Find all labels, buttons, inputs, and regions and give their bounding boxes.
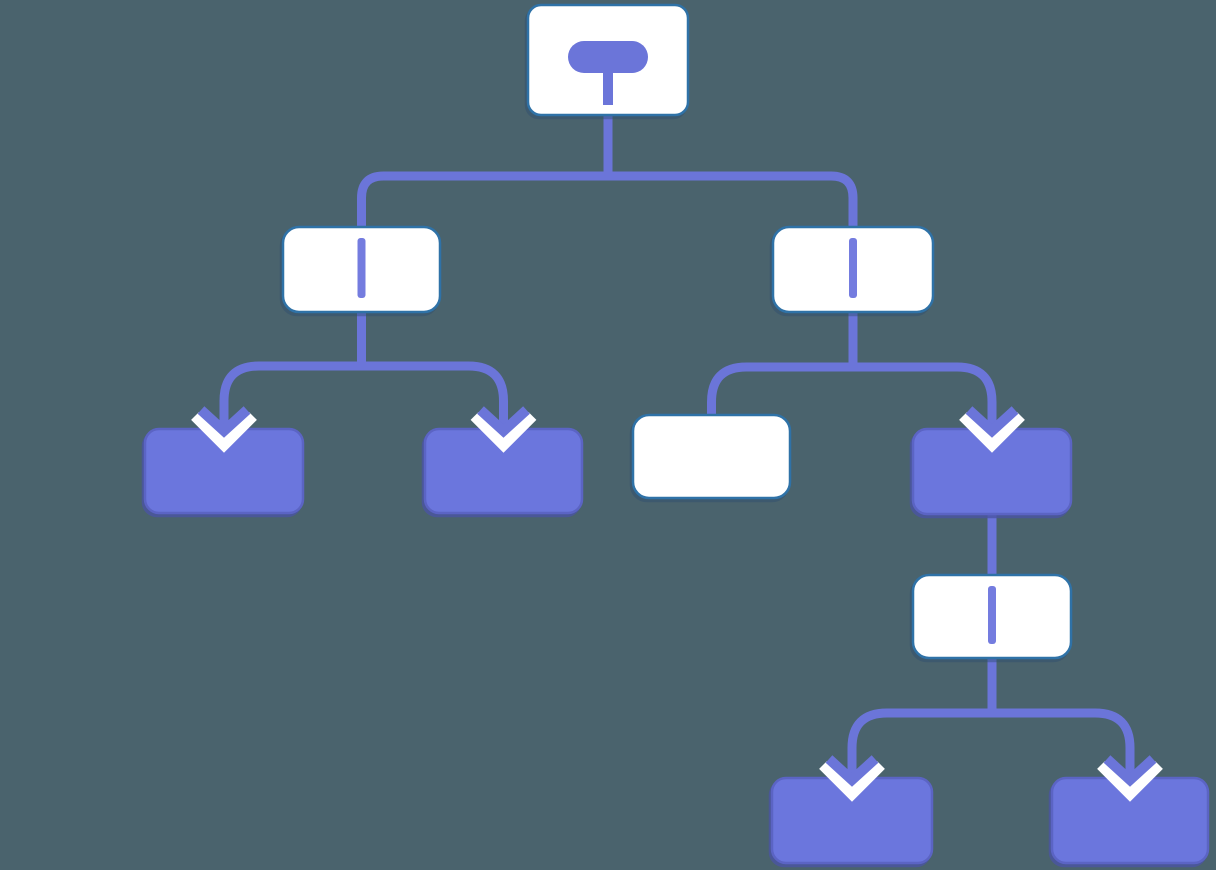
chevron-halo [470,412,537,453]
node-root[interactable] [526,3,690,117]
chevron-halo [959,412,1025,453]
flow-start-icon [568,41,648,105]
pass-through-line-icon [988,586,996,644]
node-step-plain[interactable] [631,413,792,500]
chevron-halo [191,412,257,453]
start-pill [568,41,648,73]
connector-branch-root [357,171,858,229]
pass-through-line-icon [357,238,366,298]
arrow-chevron-icon [191,406,257,453]
connector-branch-branch-right [707,362,997,428]
node-branch-left[interactable] [281,225,442,314]
chevron-halo [1097,761,1163,802]
process-box[interactable] [631,413,792,500]
chevron-head [825,755,879,787]
start-pill-stem [603,67,613,105]
chevron-head [965,406,1019,438]
chevron-head [197,406,251,438]
connector-branch-branch-left [219,361,508,428]
node-branch-right[interactable] [771,225,935,314]
arrow-layer [191,406,1163,802]
chevron-head [477,406,530,438]
node-layer [143,3,1210,865]
arrow-chevron-icon [470,406,537,453]
arrow-chevron-icon [819,755,885,802]
pass-through-line-icon [849,238,857,298]
node-branch-lower[interactable] [911,573,1073,660]
connector-branch-branch-lower [847,708,1135,777]
chevron-halo [819,761,885,802]
arrow-chevron-icon [1097,755,1163,802]
connector-layer [219,113,1135,777]
chevron-head [1103,755,1157,787]
arrow-chevron-icon [959,406,1025,453]
